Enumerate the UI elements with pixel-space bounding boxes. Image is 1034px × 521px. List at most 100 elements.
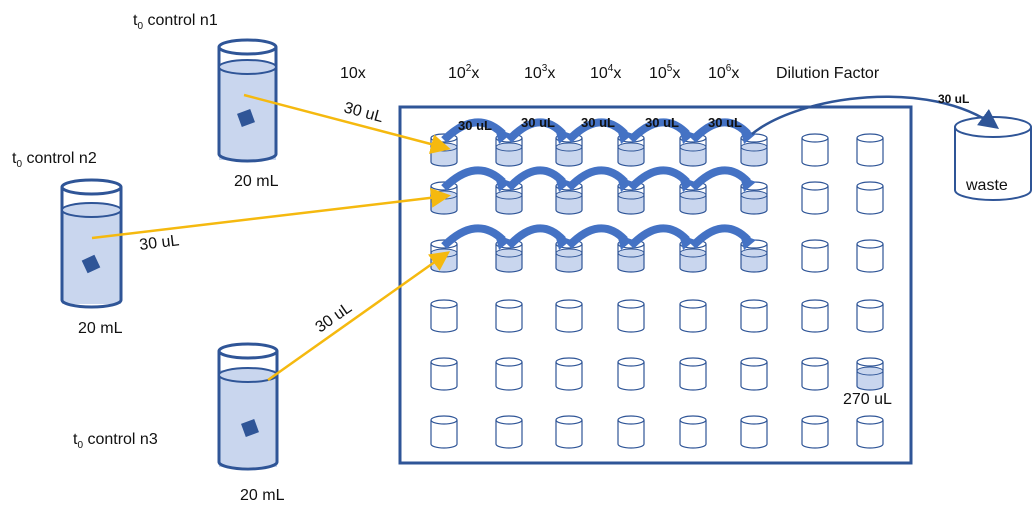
well	[740, 299, 768, 333]
well	[555, 357, 583, 391]
waste-transfer-arrow	[751, 95, 1000, 135]
well	[801, 299, 829, 333]
well	[679, 357, 707, 391]
serial-dilution-arrow	[441, 224, 506, 249]
volume-label-n3: 20 mL	[240, 487, 285, 504]
control-tube-n3	[217, 342, 279, 471]
well	[740, 357, 768, 391]
well	[679, 181, 707, 215]
serial-dilution-arrow	[690, 166, 751, 191]
well	[495, 415, 523, 449]
well	[617, 239, 645, 273]
dilution-header: 10x	[340, 65, 366, 82]
volume-label-n2: 20 mL	[78, 320, 123, 337]
dilution-header: 103x	[524, 63, 555, 82]
well	[617, 299, 645, 333]
serial-dilution-arrowhead	[617, 234, 633, 250]
control-tube-n2	[60, 178, 123, 309]
well	[430, 357, 458, 391]
well	[679, 415, 707, 449]
serial-dilution-arrowhead	[740, 128, 756, 144]
control-label-n2: t0 control n2	[12, 150, 97, 170]
control-label-n1: t0 control n1	[133, 12, 218, 32]
dilution-header: 102x	[448, 63, 479, 82]
serial-dilution-arrow	[506, 166, 566, 191]
serial-dilution-arrows	[441, 118, 756, 250]
serial-dilution-arrowhead	[679, 234, 695, 250]
well	[856, 181, 884, 215]
well	[617, 181, 645, 215]
serial-transfer-labels: 30 uL 30 uL 30 uL 30 uL 30 uL	[458, 115, 742, 133]
well	[555, 239, 583, 273]
serial-transfer-label: 30 uL	[581, 115, 615, 130]
serial-dilution-arrowhead	[679, 176, 695, 192]
control-tube-n1	[217, 38, 278, 163]
serial-dilution-arrow	[628, 224, 690, 249]
serial-transfer-label: 30 uL	[521, 115, 555, 130]
well	[856, 239, 884, 273]
well	[555, 181, 583, 215]
well	[740, 415, 768, 449]
well	[856, 133, 884, 167]
well	[801, 239, 829, 273]
well	[801, 181, 829, 215]
well	[856, 299, 884, 333]
well	[555, 415, 583, 449]
well	[740, 181, 768, 215]
well	[740, 133, 768, 167]
serial-dilution-arrowhead	[617, 128, 633, 144]
well-plate	[398, 105, 913, 465]
volume-label-n1: 20 mL	[234, 173, 279, 190]
serial-dilution-arrowhead	[679, 128, 695, 144]
well	[495, 239, 523, 273]
well	[801, 415, 829, 449]
well	[555, 299, 583, 333]
serial-dilution-arrow	[441, 166, 506, 191]
well	[856, 357, 884, 391]
well	[495, 299, 523, 333]
serial-dilution-arrowhead	[555, 128, 571, 144]
sample-chip	[241, 419, 259, 437]
transfer-line-n1	[243, 93, 451, 154]
well	[679, 239, 707, 273]
serial-dilution-arrow	[628, 166, 690, 191]
dilution-column-headers: 10x 102x 103x 104x 105x 106x Dilution Fa…	[340, 63, 880, 82]
serial-transfer-label: 30 uL	[708, 115, 742, 130]
serial-transfer-label: 30 uL	[458, 118, 492, 133]
waste-label: waste	[965, 177, 1008, 194]
serial-dilution-arrow	[566, 166, 628, 191]
serial-dilution-arrowhead	[495, 128, 511, 144]
serial-dilution-arrowhead	[495, 234, 511, 250]
waste-transfer-label: 30 uL	[938, 92, 969, 106]
sample-chip	[81, 254, 101, 274]
well-volume-label: 270 uL	[843, 391, 892, 408]
serial-dilution-arrow	[690, 224, 751, 249]
sample-chip	[237, 109, 255, 127]
serial-dilution-arrow	[566, 224, 628, 249]
well	[555, 133, 583, 167]
well	[801, 357, 829, 391]
well	[430, 415, 458, 449]
transfer-label-n3: 30 uL	[313, 299, 356, 336]
serial-dilution-arrowhead	[740, 176, 756, 192]
serial-transfer-label: 30 uL	[645, 115, 679, 130]
well	[740, 239, 768, 273]
well	[679, 299, 707, 333]
well	[430, 299, 458, 333]
serial-dilution-arrowhead	[555, 234, 571, 250]
transfer-line-n3	[267, 251, 451, 382]
well	[617, 133, 645, 167]
transfer-line-n2	[91, 187, 451, 240]
well	[617, 357, 645, 391]
serial-dilution-arrowhead	[617, 176, 633, 192]
dilution-header: 105x	[649, 63, 680, 82]
well	[856, 415, 884, 449]
control-label-n3: t0 control n3	[73, 431, 158, 451]
well	[801, 133, 829, 167]
dilution-header: 104x	[590, 63, 621, 82]
serial-dilution-arrow	[506, 224, 566, 249]
serial-dilution-arrowhead	[555, 176, 571, 192]
well	[495, 357, 523, 391]
dilution-factor-label: Dilution Factor	[776, 65, 880, 82]
